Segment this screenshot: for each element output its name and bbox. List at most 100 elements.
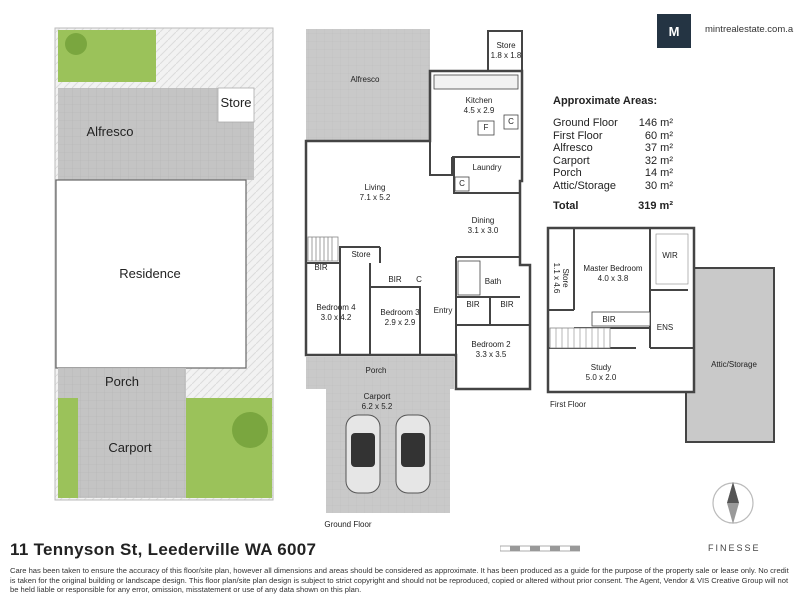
gf-entry-name: Entry [433,306,453,315]
gf-porch [306,357,454,389]
site-porch [58,368,186,398]
lawn-bottom-right [186,398,272,498]
site-porch-label: Porch [105,374,139,389]
car-right [395,414,431,494]
kitchen-counter [433,74,519,90]
ff-ens-name: ENS [656,323,674,332]
kitchen-fridge [477,120,495,136]
gf-bir-b2b: BIR [500,300,514,309]
gf-fridge-label: F [483,123,489,132]
gf-bedroom4-name: Bedroom 4 [316,303,356,312]
ff-study-dims: 5.0 x 2.0 [585,373,617,382]
areas-row: Carport 32 m² [553,155,673,168]
ff-store-name: Store [561,268,570,288]
areas-row: Alfresco 37 m² [553,142,673,155]
areas-row: Porch 14 m² [553,167,673,180]
site-alfresco-label: Alfresco [86,124,134,139]
gf-laundry-c-label: C [459,179,465,188]
gf-bedroom3-name: Bedroom 3 [380,308,420,317]
areas-row: Ground Floor 146 m² [553,117,673,130]
gf-living-dims: 7.1 x 5.2 [359,193,391,202]
brand-logo: M [657,14,691,48]
gf-stairs [307,236,339,262]
site-residence [55,179,247,369]
gf-bir-b4: BIR [314,263,328,272]
gf-carport-dims: 6.2 x 5.2 [361,402,393,411]
car-left [345,414,381,494]
site-plan [54,27,274,501]
lawn-bottom-left [58,398,78,498]
finesse-logo: FINESSE [708,543,761,553]
bath-tub [457,260,481,296]
gf-alfresco-name: Alfresco [350,75,380,84]
first-floor-plan [546,226,775,443]
area-value: 30 m² [644,179,673,192]
gf-bedroom4-dims: 3.0 x 4.2 [320,313,352,322]
area-name: Porch [553,167,582,179]
shrub [232,412,268,448]
first-floor-title: First Floor [550,400,586,409]
gf-store-top-name: Store [496,41,516,50]
gf-living-name: Living [364,183,386,192]
area-value: 32 m² [644,154,673,167]
ff-study-name: Study [590,363,612,372]
areas-total-row: Total 319 m² [553,200,673,213]
gf-bir-b3: BIR [388,275,402,284]
shrub [65,33,87,55]
scale-bar [500,545,580,552]
area-total-label: Total [553,200,579,212]
ff-attic-name: Attic/Storage [711,360,757,369]
ff-bir-name: BIR [602,315,616,324]
gf-bedroom2-dims: 3.3 x 3.5 [475,350,507,359]
disclaimer-text: Care has been taken to ensure the accura… [10,566,789,594]
area-value: 37 m² [644,142,673,154]
gf-laundry-name: Laundry [472,163,502,172]
areas-row: First Floor 60 m² [553,130,673,143]
property-address: 11 Tennyson St, Leederville WA 6007 [10,540,317,559]
gf-store-top-dims: 1.8 x 1.8 [490,51,522,60]
brand-url[interactable]: mintrealestate.com.a [705,24,794,35]
area-name: First Floor [553,129,603,142]
areas-table: Approximate Areas: Ground Floor 146 m² Fi… [553,95,673,213]
gf-bath-name: Bath [484,277,502,286]
site-store-label: Store [220,95,252,110]
ff-wir-name: WIR [662,251,678,260]
area-name: Alfresco [553,142,593,154]
gf-kitchen-c-label: C [508,117,514,126]
gf-kitchen-dims: 4.5 x 2.9 [463,106,495,115]
gf-bedroom3-dims: 2.9 x 2.9 [384,318,416,327]
area-value: 60 m² [644,129,673,142]
laundry-cupboard [454,176,470,192]
area-name: Ground Floor [553,117,618,129]
compass-icon [712,482,754,524]
ff-wir-robe [655,233,689,285]
areas-heading: Approximate Areas: [553,95,658,107]
gf-carport-name: Carport [363,392,391,401]
area-value: 146 m² [638,117,673,129]
gf-c-b3: C [416,275,422,284]
ground-floor-title: Ground Floor [324,520,372,529]
gf-store-mid-name: Store [351,250,371,259]
site-carport-label: Carport [108,440,152,455]
gf-alfresco [306,29,430,141]
site-store [217,87,255,123]
area-total-value: 319 m² [638,200,673,212]
ff-store-dims: 1.1 x 4.6 [552,262,561,294]
ff-bir-robe [591,311,651,327]
gf-internal-walls [306,141,530,389]
gf-dining-name: Dining [471,216,495,225]
gf-dining-dims: 3.1 x 3.0 [467,226,499,235]
ground-floor-plan [304,29,532,513]
kitchen-cupboard [503,114,519,130]
ff-master-dims: 4.0 x 3.8 [597,274,629,283]
ff-attic [685,267,775,443]
site-carport [78,398,186,498]
gf-porch-name: Porch [365,366,387,375]
gf-bir-b2a: BIR [466,300,480,309]
gf-bedroom2-name: Bedroom 2 [471,340,511,349]
area-name: Carport [553,154,590,167]
gf-kitchen-name: Kitchen [465,96,493,105]
ff-master-name: Master Bedroom [583,264,643,273]
area-value: 14 m² [644,167,673,179]
